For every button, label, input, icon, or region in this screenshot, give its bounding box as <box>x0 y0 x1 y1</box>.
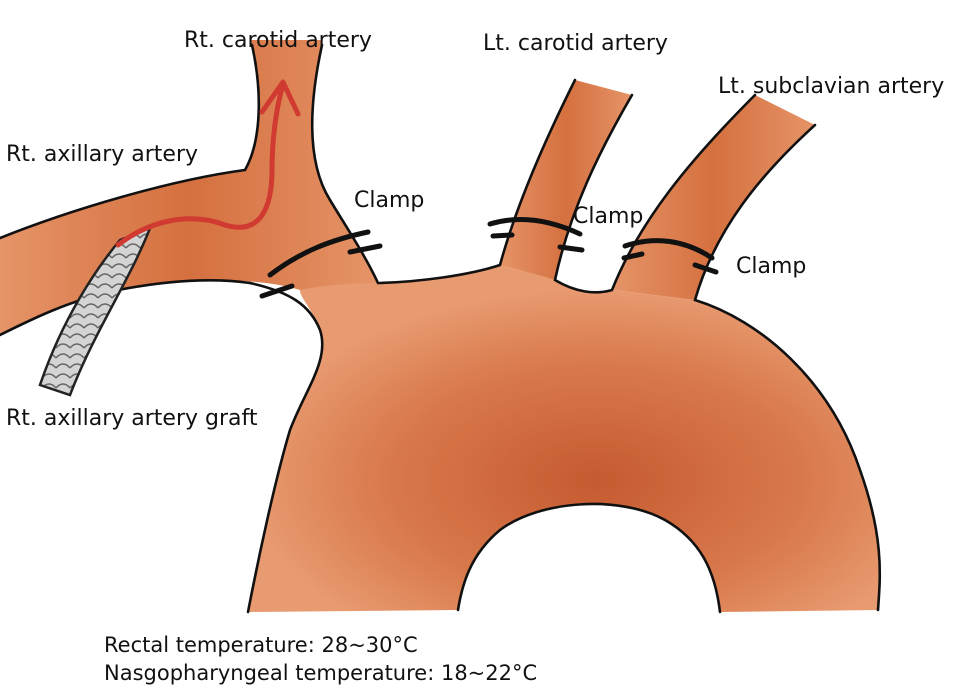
lt-carotid-vessel <box>500 80 632 280</box>
rectal-temperature: Rectal temperature: 28~30°C <box>104 633 418 657</box>
red-arrow-icon <box>115 79 301 248</box>
temperature-notes: Rectal temperature: 28~30°C Nasgopharyng… <box>104 631 537 687</box>
axillary-graft <box>38 225 153 397</box>
label-rt-axillary-graft: Rt. axillary artery graft <box>6 406 258 431</box>
label-rt-carotid: Rt. carotid artery <box>184 28 372 53</box>
aortic-arch-vessel <box>248 265 880 612</box>
label-clamp: Clamp <box>354 188 425 213</box>
nasopharyngeal-temperature: Nasgopharyngeal temperature: 18~22°C <box>104 661 538 685</box>
rt-axillary-vessel <box>0 40 378 335</box>
label-clamp: Clamp <box>573 204 644 229</box>
clamp-icon <box>259 217 719 299</box>
label-lt-subclavian: Lt. subclavian artery <box>718 74 945 99</box>
label-lt-carotid: Lt. carotid artery <box>483 31 668 56</box>
lt-subclavian-vessel <box>612 95 815 300</box>
label-clamp: Clamp <box>736 254 807 279</box>
label-rt-axillary: Rt. axillary artery <box>6 142 199 167</box>
